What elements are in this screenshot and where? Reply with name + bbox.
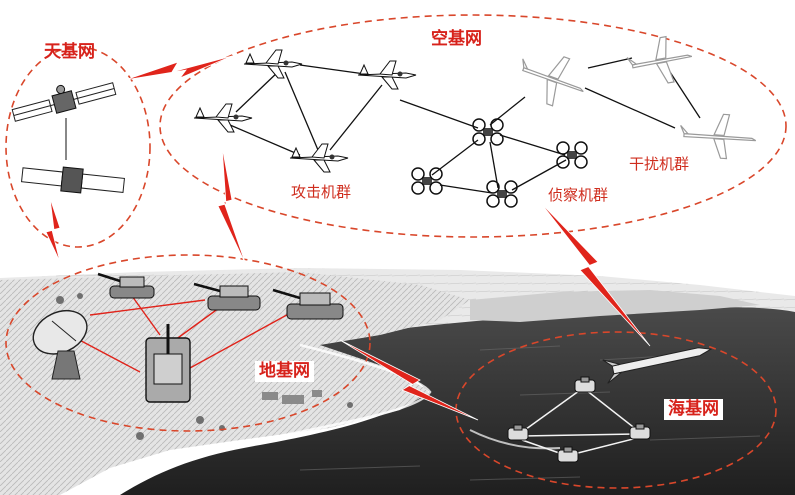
tank-1 — [97, 272, 155, 299]
missile — [602, 347, 713, 384]
air-net-label: 空基网 — [431, 29, 482, 49]
recon-drone-2 — [556, 141, 588, 169]
near-land — [0, 272, 470, 495]
space-net-boundary — [5, 46, 151, 248]
air-net-boundary — [159, 14, 787, 238]
land-net-label: 地基网 — [255, 361, 314, 382]
fighter-jet-3 — [193, 103, 253, 133]
satellite-lower — [20, 166, 125, 194]
fighter-jet-1 — [243, 49, 303, 79]
recon-group-label: 侦察机群 — [548, 186, 609, 204]
usv-1 — [574, 376, 596, 393]
jamming-group-label: 干扰机群 — [629, 155, 690, 173]
air-land-link — [217, 145, 247, 266]
land-sea-link — [339, 339, 479, 421]
sea-net-label: 海基网 — [664, 399, 723, 420]
terrain — [0, 268, 795, 495]
usv-2 — [507, 424, 529, 441]
fighter-jet-4 — [289, 143, 349, 173]
sea-area — [120, 307, 795, 495]
village — [262, 390, 322, 404]
tank-command — [145, 324, 191, 403]
radar-dish — [32, 309, 88, 380]
tank-3 — [272, 288, 344, 320]
space-air-link — [124, 55, 233, 81]
satellite-upper — [11, 82, 117, 122]
usv-3 — [629, 423, 651, 440]
space-land-link — [45, 197, 61, 263]
tank-2 — [193, 282, 261, 311]
usv-4 — [557, 446, 579, 463]
inter-network-links — [45, 55, 651, 421]
attack-group-label: 攻击机群 — [291, 183, 352, 201]
air-sea-link — [539, 201, 651, 347]
sea-ripples — [299, 345, 761, 481]
air-links — [229, 57, 701, 194]
trees — [56, 293, 353, 440]
land-net-boundary — [5, 254, 371, 432]
space-net-label: 天基网 — [44, 42, 95, 62]
recon-drone-1 — [472, 118, 504, 146]
group-boundaries — [5, 14, 787, 489]
jammer-uav-1 — [522, 56, 584, 107]
jammer-uav-3 — [680, 113, 757, 160]
recon-drone-3 — [411, 167, 443, 195]
jammer-uav-2 — [626, 35, 693, 84]
recon-drone-4 — [486, 180, 518, 208]
fighter-jet-2 — [357, 60, 417, 90]
